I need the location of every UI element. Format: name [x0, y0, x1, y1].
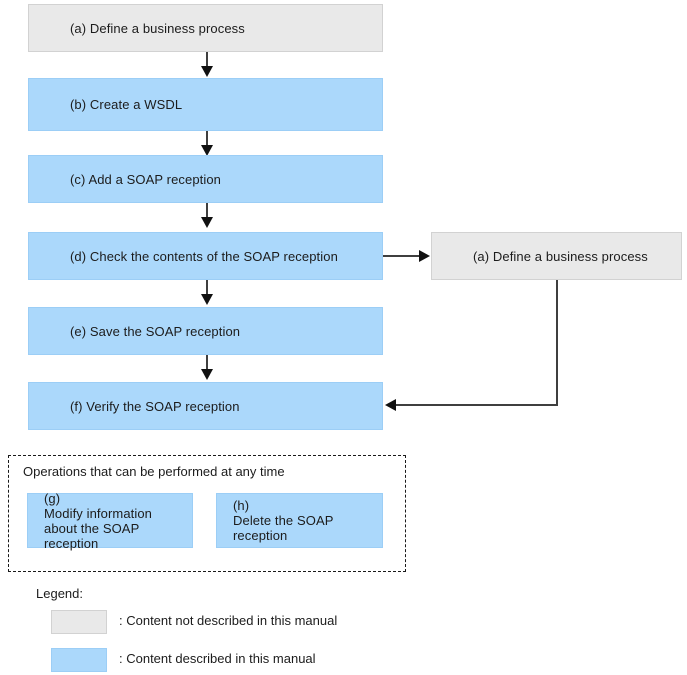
node-e-label: (e) Save the SOAP reception	[70, 323, 241, 339]
node-d[interactable]: (d) Check the contents of the SOAP recep…	[28, 232, 383, 280]
node-d-label: (d) Check the contents of the SOAP recep…	[70, 248, 338, 264]
edge-c-to-d-stem	[206, 203, 208, 220]
node-a-side[interactable]: (a) Define a business process	[431, 232, 682, 280]
node-f-label: (f) Verify the SOAP reception	[70, 398, 240, 414]
node-a-main[interactable]: (a) Define a business process	[28, 4, 383, 52]
node-h-label-body: Delete the SOAP reception	[233, 513, 334, 543]
node-g-label: (g) Modify information about the SOAP re…	[28, 491, 192, 551]
edge-b-to-c-arrowhead	[201, 145, 213, 156]
node-h[interactable]: (h) Delete the SOAP reception	[216, 493, 383, 548]
legend-swatch-blue	[51, 648, 107, 672]
node-b[interactable]: (b) Create a WSDL	[28, 78, 383, 131]
node-f[interactable]: (f) Verify the SOAP reception	[28, 382, 383, 430]
legend: Legend: : Content not described in this …	[0, 580, 420, 675]
node-g[interactable]: (g) Modify information about the SOAP re…	[27, 491, 193, 551]
node-g-label-body: Modify information about the SOAP recept…	[44, 505, 153, 551]
node-e[interactable]: (e) Save the SOAP reception	[28, 307, 383, 355]
anytime-operations-title: Operations that can be performed at any …	[23, 464, 285, 479]
legend-text-blue: : Content described in this manual	[119, 651, 316, 666]
edge-c-to-d-arrowhead	[201, 217, 213, 228]
edge-a-to-b-stem	[206, 52, 208, 69]
edge-a-side-to-f-vertical	[556, 280, 558, 406]
node-b-label: (b) Create a WSDL	[70, 97, 183, 112]
edge-d-to-e-arrowhead	[201, 294, 213, 305]
edge-b-to-c-stem	[206, 131, 208, 148]
edge-a-to-b-arrowhead	[201, 66, 213, 77]
edge-a-side-to-f-arrowhead	[385, 399, 396, 411]
edge-d-to-a-side-arrowhead	[419, 250, 430, 262]
edge-e-to-f-arrowhead	[201, 369, 213, 380]
legend-swatch-gray	[51, 610, 107, 634]
node-g-label-prefix: (g)	[44, 490, 61, 506]
edge-e-to-f-stem	[206, 355, 208, 372]
legend-text-gray: : Content not described in this manual	[119, 613, 338, 628]
edge-d-to-a-side-stem	[383, 255, 421, 257]
edge-a-side-to-f-horizontal	[396, 404, 558, 406]
node-c-label: (c) Add a SOAP reception	[70, 171, 222, 187]
node-h-label: (h) Delete the SOAP reception	[217, 498, 382, 543]
node-c[interactable]: (c) Add a SOAP reception	[28, 155, 383, 203]
anytime-operations-group: Operations that can be performed at any …	[8, 455, 406, 572]
node-a-side-label: (a) Define a business process	[473, 248, 648, 264]
node-a-main-label: (a) Define a business process	[70, 20, 245, 36]
node-h-label-prefix: (h)	[233, 498, 250, 513]
legend-title: Legend:	[36, 586, 83, 601]
edge-d-to-e-stem	[206, 280, 208, 297]
